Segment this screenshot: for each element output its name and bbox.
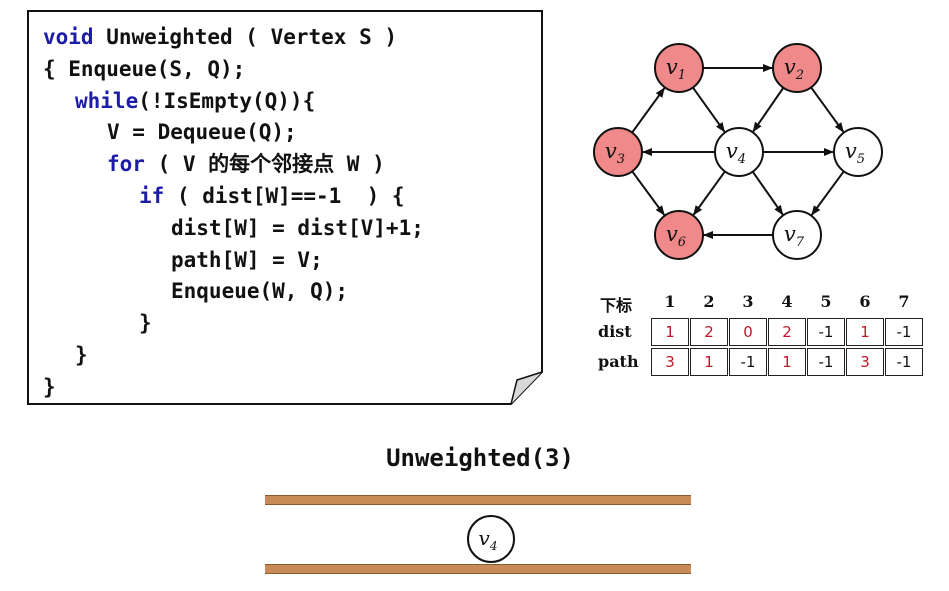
node-label: v1 bbox=[666, 55, 686, 83]
code-text: ( V 的每个邻接点 W ) bbox=[144, 152, 385, 177]
node-v7: v7 bbox=[772, 210, 822, 260]
code-line: while(!IsEmpty(Q)){ bbox=[75, 88, 315, 114]
table-cell: 0 bbox=[729, 318, 767, 346]
index-label: 下标 bbox=[600, 296, 633, 315]
node-circle bbox=[654, 43, 704, 93]
code-keyword: void bbox=[43, 25, 94, 49]
code-keyword: for bbox=[107, 152, 145, 177]
table-cell: 2 bbox=[690, 318, 728, 346]
node-circle bbox=[654, 210, 704, 260]
code-text: Enqueue(W, Q); bbox=[171, 279, 349, 304]
code-text: path[W] = V; bbox=[171, 247, 323, 272]
index-header: 5 bbox=[820, 292, 832, 311]
code-text: Unweighted ( Vertex S ) bbox=[93, 25, 398, 49]
index-header: 7 bbox=[898, 292, 910, 311]
edge-v2-v5 bbox=[810, 86, 845, 133]
code-line: Enqueue(W, Q); bbox=[171, 278, 348, 304]
code-card: void Unweighted ( Vertex S ) { Enqueue(S,… bbox=[27, 10, 543, 405]
edge-v1-v4 bbox=[692, 86, 726, 133]
row-label-path: path bbox=[598, 352, 639, 371]
table-cell: -1 bbox=[885, 348, 923, 376]
code-text: ( dist[W]==-1 ) { bbox=[164, 184, 405, 208]
code-text: { Enqueue(S, Q); bbox=[43, 56, 246, 81]
node-label: v4 bbox=[726, 139, 746, 167]
code-line: for ( V 的每个邻接点 W ) bbox=[107, 151, 385, 177]
queue-title: Unweighted(3) bbox=[386, 444, 574, 472]
edge-v5-v7 bbox=[810, 170, 845, 216]
index-header: 2 bbox=[703, 292, 715, 311]
node-circle bbox=[772, 210, 822, 260]
code-line: { Enqueue(S, Q); bbox=[43, 56, 245, 82]
code-line: if ( dist[W]==-1 ) { bbox=[139, 183, 405, 209]
code-text: (!IsEmpty(Q)){ bbox=[138, 88, 316, 113]
node-v5: v5 bbox=[833, 127, 883, 177]
queue-item-label: v4 bbox=[479, 526, 498, 553]
code-block: void Unweighted ( Vertex S ) { Enqueue(S,… bbox=[27, 10, 543, 405]
edge-v4-v6 bbox=[692, 170, 726, 216]
node-circle bbox=[772, 43, 822, 93]
graph-edges bbox=[631, 64, 845, 239]
index-header: 3 bbox=[742, 292, 754, 311]
queue-item: v4 bbox=[467, 515, 515, 563]
node-label: v7 bbox=[784, 222, 805, 250]
table-cell: 1 bbox=[846, 318, 884, 346]
code-line: } bbox=[139, 310, 152, 336]
code-line: } bbox=[75, 342, 88, 368]
node-circle bbox=[833, 127, 883, 177]
row-label-dist: dist bbox=[598, 322, 632, 341]
table-cell: 2 bbox=[768, 318, 806, 346]
node-v6: v6 bbox=[654, 210, 704, 260]
table-cell: -1 bbox=[807, 348, 845, 376]
code-text: } bbox=[75, 343, 88, 367]
node-circle bbox=[593, 127, 643, 177]
table-cell: 3 bbox=[846, 348, 884, 376]
edge-v2-v4 bbox=[752, 87, 785, 133]
code-text: } bbox=[139, 311, 152, 336]
code-line: void Unweighted ( Vertex S ) bbox=[43, 24, 397, 50]
code-keyword: while bbox=[75, 88, 139, 113]
table-cell: -1 bbox=[729, 348, 767, 376]
node-label: v6 bbox=[666, 222, 686, 250]
node-label: v2 bbox=[784, 55, 804, 83]
code-text: } bbox=[43, 374, 56, 399]
code-text: dist[W] = dist[V]+1; bbox=[171, 215, 424, 240]
table-cell: -1 bbox=[807, 318, 845, 346]
paper-background bbox=[27, 10, 543, 405]
index-header: 1 bbox=[664, 292, 676, 311]
code-line: dist[W] = dist[V]+1; bbox=[171, 215, 424, 241]
code-keyword: if bbox=[139, 184, 165, 208]
code-line: } bbox=[43, 374, 56, 400]
node-v2: v2 bbox=[772, 43, 822, 93]
node-circle bbox=[714, 127, 764, 177]
table-cell: 3 bbox=[651, 348, 689, 376]
table-cell: 1 bbox=[768, 348, 806, 376]
graph-diagram: v1 v2 v3 v4 v5 v6 v7 bbox=[593, 43, 883, 260]
node-label: v5 bbox=[845, 139, 865, 167]
table-cell: -1 bbox=[885, 318, 923, 346]
edge-v4-v7 bbox=[751, 171, 784, 216]
node-v4: v4 bbox=[714, 127, 764, 177]
index-header: 4 bbox=[781, 292, 793, 311]
code-text: V = Dequeue(Q); bbox=[107, 120, 297, 145]
queue-rail-bottom bbox=[265, 564, 691, 574]
table-cell: 1 bbox=[690, 348, 728, 376]
node-label: v3 bbox=[605, 139, 625, 167]
graph-nodes: v1 v2 v3 v4 v5 v6 v7 bbox=[593, 43, 883, 260]
edge-v3-v1 bbox=[631, 87, 666, 134]
node-v3: v3 bbox=[593, 127, 643, 177]
code-line: path[W] = V; bbox=[171, 247, 323, 273]
edge-v3-v6 bbox=[631, 170, 666, 216]
queue-rail-top bbox=[265, 495, 691, 505]
table-cell: 1 bbox=[651, 318, 689, 346]
index-header: 6 bbox=[859, 292, 871, 311]
node-v1: v1 bbox=[654, 43, 704, 93]
code-line: V = Dequeue(Q); bbox=[107, 119, 297, 145]
